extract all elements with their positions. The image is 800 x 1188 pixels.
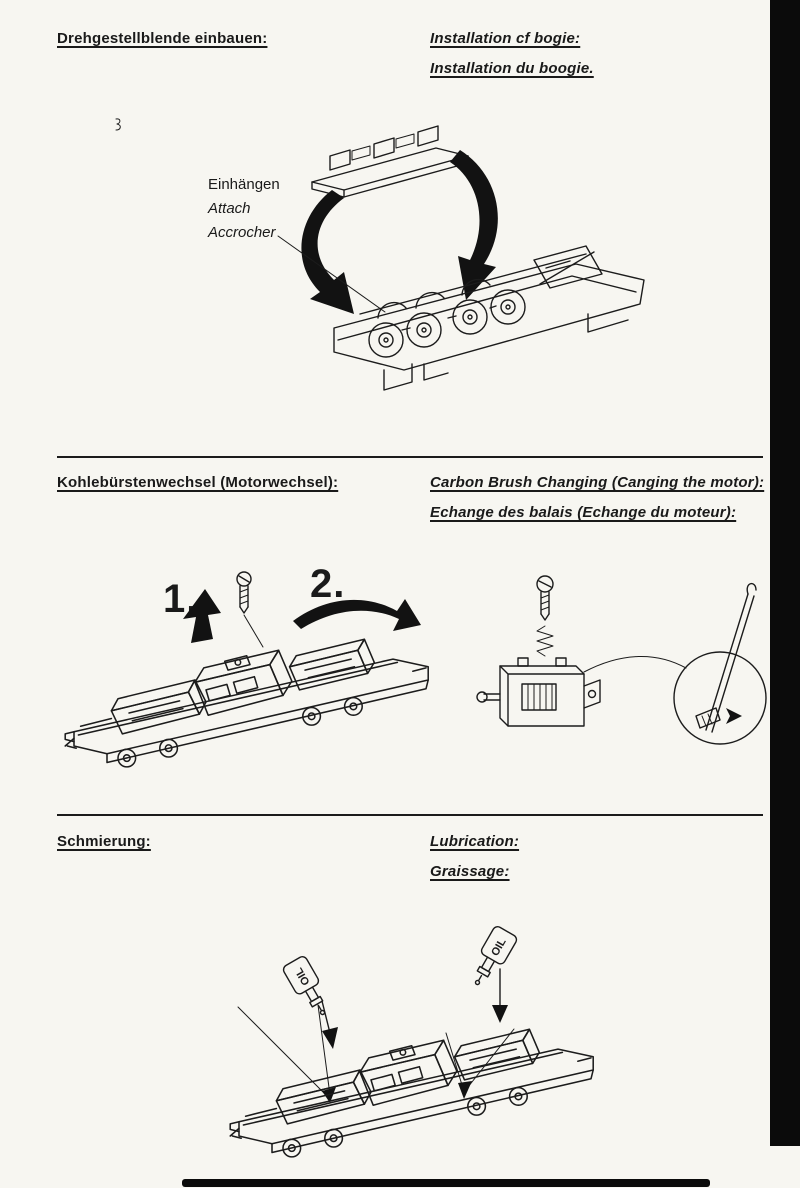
callout-leader-line <box>277 235 386 313</box>
lubrication-diagram: OIL OIL <box>229 926 594 1158</box>
carbon-brush-icon <box>695 583 757 733</box>
oil-bottle-icon: OIL <box>282 956 326 1016</box>
curved-arrow-step2-icon <box>293 599 421 631</box>
scan-speck <box>115 118 121 131</box>
heading-en-lubrication: Lubrication: <box>430 833 520 850</box>
callout-attach: Attach <box>208 200 251 217</box>
oil-label: OIL <box>293 965 313 987</box>
block-arrow-up-icon <box>183 589 221 643</box>
oil-bottle-icon: OIL <box>474 926 518 986</box>
heading-de-bogie: Drehgestellblende einbauen: <box>57 30 268 47</box>
section-divider-1 <box>57 456 763 458</box>
oil-point-arrows-right <box>445 968 515 1099</box>
heading-fr-brush: Echange des balais (Echange du moteur): <box>430 504 737 521</box>
callout-accrocher: Accrocher <box>208 224 276 241</box>
heading-en-bogie: Installation cf bogie: <box>430 30 581 47</box>
section-divider-2 <box>57 814 763 816</box>
bogie-installation-diagram <box>277 125 645 391</box>
motor-brush-detail-diagram <box>476 575 767 745</box>
heading-de-lubrication: Schmierung: <box>57 833 151 850</box>
heading-fr-bogie: Installation du boogie. <box>430 60 594 77</box>
chassis-drawing <box>333 245 645 391</box>
scan-edge-right <box>770 0 800 1146</box>
bogie-frame-drawing <box>311 125 469 198</box>
curved-arrow-right-icon <box>450 150 498 300</box>
callout-einhaengen: Einhängen <box>208 176 280 193</box>
spring-icon <box>536 625 554 657</box>
brush-change-locomotive-diagram <box>64 571 429 768</box>
heading-de-brush: Kohlebürstenwechsel (Motorwechsel): <box>57 474 339 491</box>
heading-fr-lubrication: Graissage: <box>430 863 510 880</box>
step-number-2: 2. <box>310 562 346 606</box>
oil-label: OIL <box>489 936 509 958</box>
heading-en-brush: Carbon Brush Changing (Canging the motor… <box>430 474 765 491</box>
small-arrow-right-icon <box>726 708 742 724</box>
magnifier-circle <box>673 651 767 745</box>
motor-icon <box>476 657 601 727</box>
scan-edge-bottom <box>182 1179 710 1187</box>
screw-icon <box>536 575 554 621</box>
screw-icon <box>236 571 264 648</box>
brush-wire <box>583 655 687 673</box>
brush-magnifier-detail <box>673 583 767 745</box>
curved-arrow-left-icon <box>301 190 354 314</box>
